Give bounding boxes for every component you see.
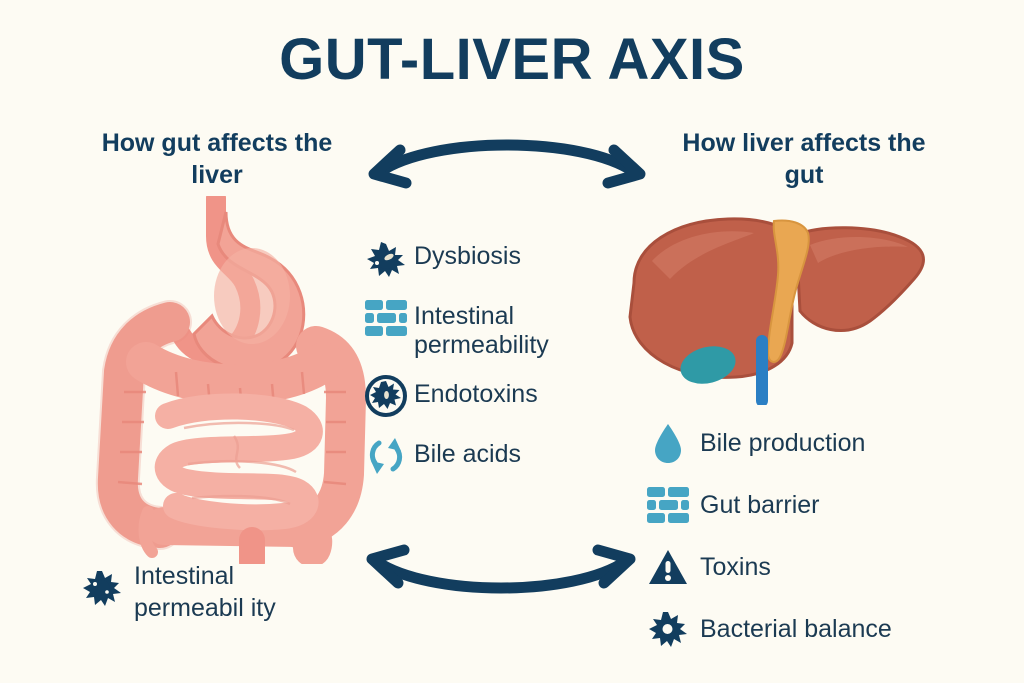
- heading-gut-to-liver: How gut affects the liver: [101, 129, 333, 189]
- bacteria-icon: [80, 566, 124, 610]
- factor-label: Gut barrier: [700, 490, 820, 519]
- gut-caption-line1: Intestinal: [134, 562, 235, 590]
- bidirectional-arrow-bottom: [366, 544, 636, 594]
- water-drop-icon: [644, 420, 692, 466]
- factor-item-toxins[interactable]: Toxins: [644, 536, 974, 598]
- bacteria-icon: [362, 236, 410, 280]
- gut-caption[interactable]: Intestinal permeabil ity: [80, 560, 380, 624]
- gut-caption-line2: permeabil ity: [134, 594, 276, 622]
- gut-to-liver-factor-list: Dysbiosis Intestinal permeability: [362, 236, 612, 494]
- virus-circle-icon: [362, 374, 410, 418]
- liver-to-gut-factor-list: Bile production Gut barrier: [644, 412, 974, 660]
- factor-label: Toxins: [700, 552, 771, 581]
- gut-caption-label: Intestinal permeabil ity: [124, 560, 276, 624]
- bidirectional-arrow-top: [368, 139, 646, 189]
- factor-item-endotoxins[interactable]: Endotoxins: [362, 374, 612, 420]
- factor-label: Endotoxins: [414, 379, 538, 408]
- bacteria-icon: [644, 606, 692, 652]
- brick-wall-icon: [644, 482, 692, 528]
- page-title: GUT-LIVER AXIS: [279, 27, 745, 92]
- liver-illustration: [628, 217, 925, 405]
- digestive-system-illustration: [95, 196, 367, 564]
- factor-item-bacterial-balance[interactable]: Bacterial balance: [644, 598, 974, 660]
- factor-label: Dysbiosis: [414, 242, 521, 270]
- factor-item-bile-acids[interactable]: Bile acids: [362, 434, 612, 480]
- factor-label: Bile production: [700, 428, 866, 457]
- factor-item-bile-production[interactable]: Bile production: [644, 412, 974, 474]
- factor-label: Bile acids: [414, 439, 521, 468]
- factor-item-gut-barrier[interactable]: Gut barrier: [644, 474, 974, 536]
- heading-liver-to-gut: How liver affects the gut: [682, 129, 926, 189]
- brick-wall-icon: [362, 296, 410, 340]
- factor-label: Intestinal permeability: [414, 302, 549, 359]
- recycle-cycle-icon: [362, 434, 410, 478]
- factor-label: Bacterial balance: [700, 614, 892, 643]
- factor-item-dysbiosis[interactable]: Dysbiosis: [362, 236, 612, 282]
- warning-triangle-icon: [644, 544, 692, 590]
- factor-item-intestinal-permeability[interactable]: Intestinal permeability: [362, 296, 612, 360]
